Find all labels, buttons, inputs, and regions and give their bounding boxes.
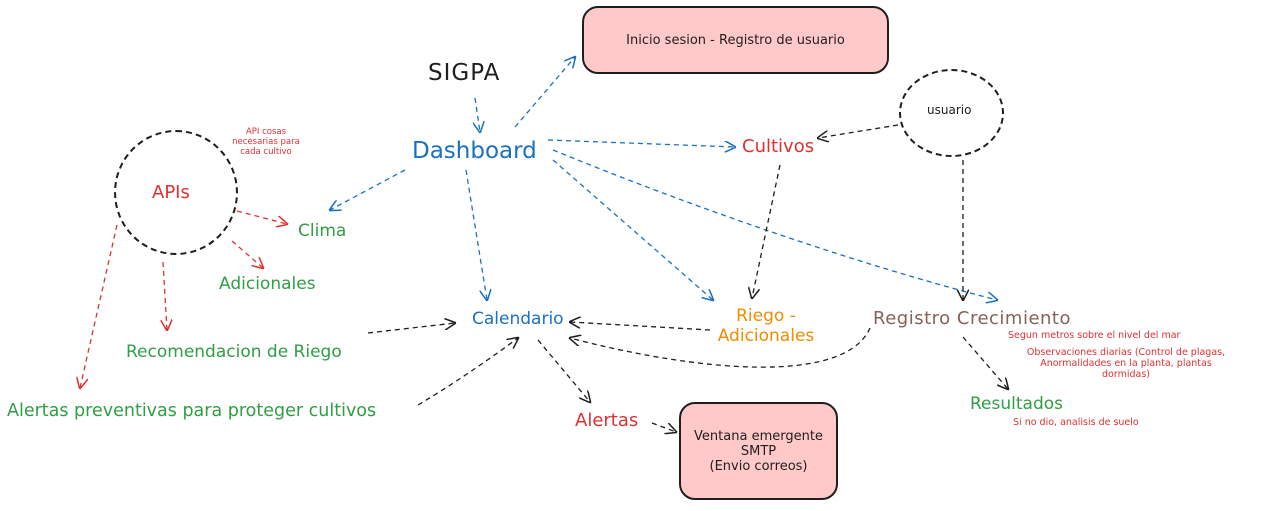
blue-arrows (330, 57, 997, 300)
node-riego-line-1: Riego - (736, 306, 796, 326)
node-usuario: usuario (927, 103, 972, 117)
node-alertas: Alertas (575, 410, 639, 431)
registro-note-2-line-2: Anormalidades en la planta, plantas (1040, 357, 1212, 369)
arrow-apis-clima (236, 210, 287, 224)
arrow-riego-calendario (570, 322, 711, 331)
node-clima: Clima (298, 221, 347, 241)
red-arrows (80, 210, 287, 388)
arrow-apis-adicionales (231, 240, 263, 268)
api-note-line-1: API cosas (245, 127, 287, 137)
arrow-dashboard-registro (552, 149, 997, 300)
login-box-label: Inicio sesion - Registro de usuario (626, 32, 845, 48)
black-arrows (367, 124, 1008, 432)
api-note-line-3: cada cultivo (240, 146, 292, 157)
node-calendario: Calendario (472, 309, 564, 329)
ventana-box: Ventana emergente SMTP (Envio correos) (679, 402, 838, 500)
arrow-recomendacion-calendario (367, 323, 455, 334)
arrow-dashboard-login (514, 57, 575, 128)
registro-note-1: Segun metros sobre el nivel del mar (1008, 330, 1181, 341)
resultados-note: Si no dio, analisis de suelo (1013, 417, 1139, 428)
node-apis: APIs (152, 182, 190, 203)
ventana-line-3: (Envio correos) (709, 458, 808, 474)
login-box: Inicio sesion - Registro de usuario (582, 6, 889, 74)
registro-note-2-line-1: Observaciones diarias (Control de plagas… (1026, 347, 1226, 358)
ventana-line-1: Ventana emergente (694, 428, 823, 444)
node-riego: Riego - Adicionales (706, 306, 826, 346)
arrow-registro-resultados (962, 336, 1008, 389)
api-note-line-2: necesarias para (232, 136, 300, 147)
usuario-circle (899, 69, 1004, 157)
registro-note-2-line-3: dormidas) (1102, 368, 1150, 380)
node-registro: Registro Crecimiento (873, 308, 1072, 329)
node-recomendacion: Recomendacion de Riego (126, 342, 342, 362)
api-note: API cosas necesarias para cada cultivo (226, 127, 306, 157)
node-adicionales: Adicionales (219, 274, 316, 294)
arrow-apis-recomendacion (163, 261, 167, 330)
diagram-title: SIGPA (428, 60, 501, 86)
arrow-cultivos-riego (752, 164, 781, 298)
arrow-sigpa-dashboard (475, 97, 480, 132)
node-cultivos: Cultivos (742, 136, 815, 157)
arrow-calendario-alertas (537, 339, 590, 402)
arrow-apis-alertas-preventivas (80, 224, 118, 388)
node-dashboard: Dashboard (412, 138, 537, 164)
arrow-dashboard-clima (330, 169, 406, 210)
apis-circle (114, 130, 238, 255)
arrow-registro-calendario (570, 327, 871, 368)
registro-note-2: Observaciones diarias (Control de plagas… (1011, 347, 1241, 381)
node-resultados: Resultados (970, 394, 1063, 414)
arrow-dashboard-calendario (465, 169, 487, 300)
arrow-alertaspreventivas-calendario (417, 338, 518, 406)
arrow-alertas-ventana (651, 422, 676, 432)
arrow-usuario-cultivos (818, 124, 899, 138)
arrow-dashboard-cultivos (547, 139, 735, 147)
node-alertas-preventivas: Alertas preventivas para proteger cultiv… (7, 401, 377, 421)
node-riego-line-2: Adicionales (717, 325, 815, 346)
ventana-line-2: SMTP (740, 443, 777, 459)
